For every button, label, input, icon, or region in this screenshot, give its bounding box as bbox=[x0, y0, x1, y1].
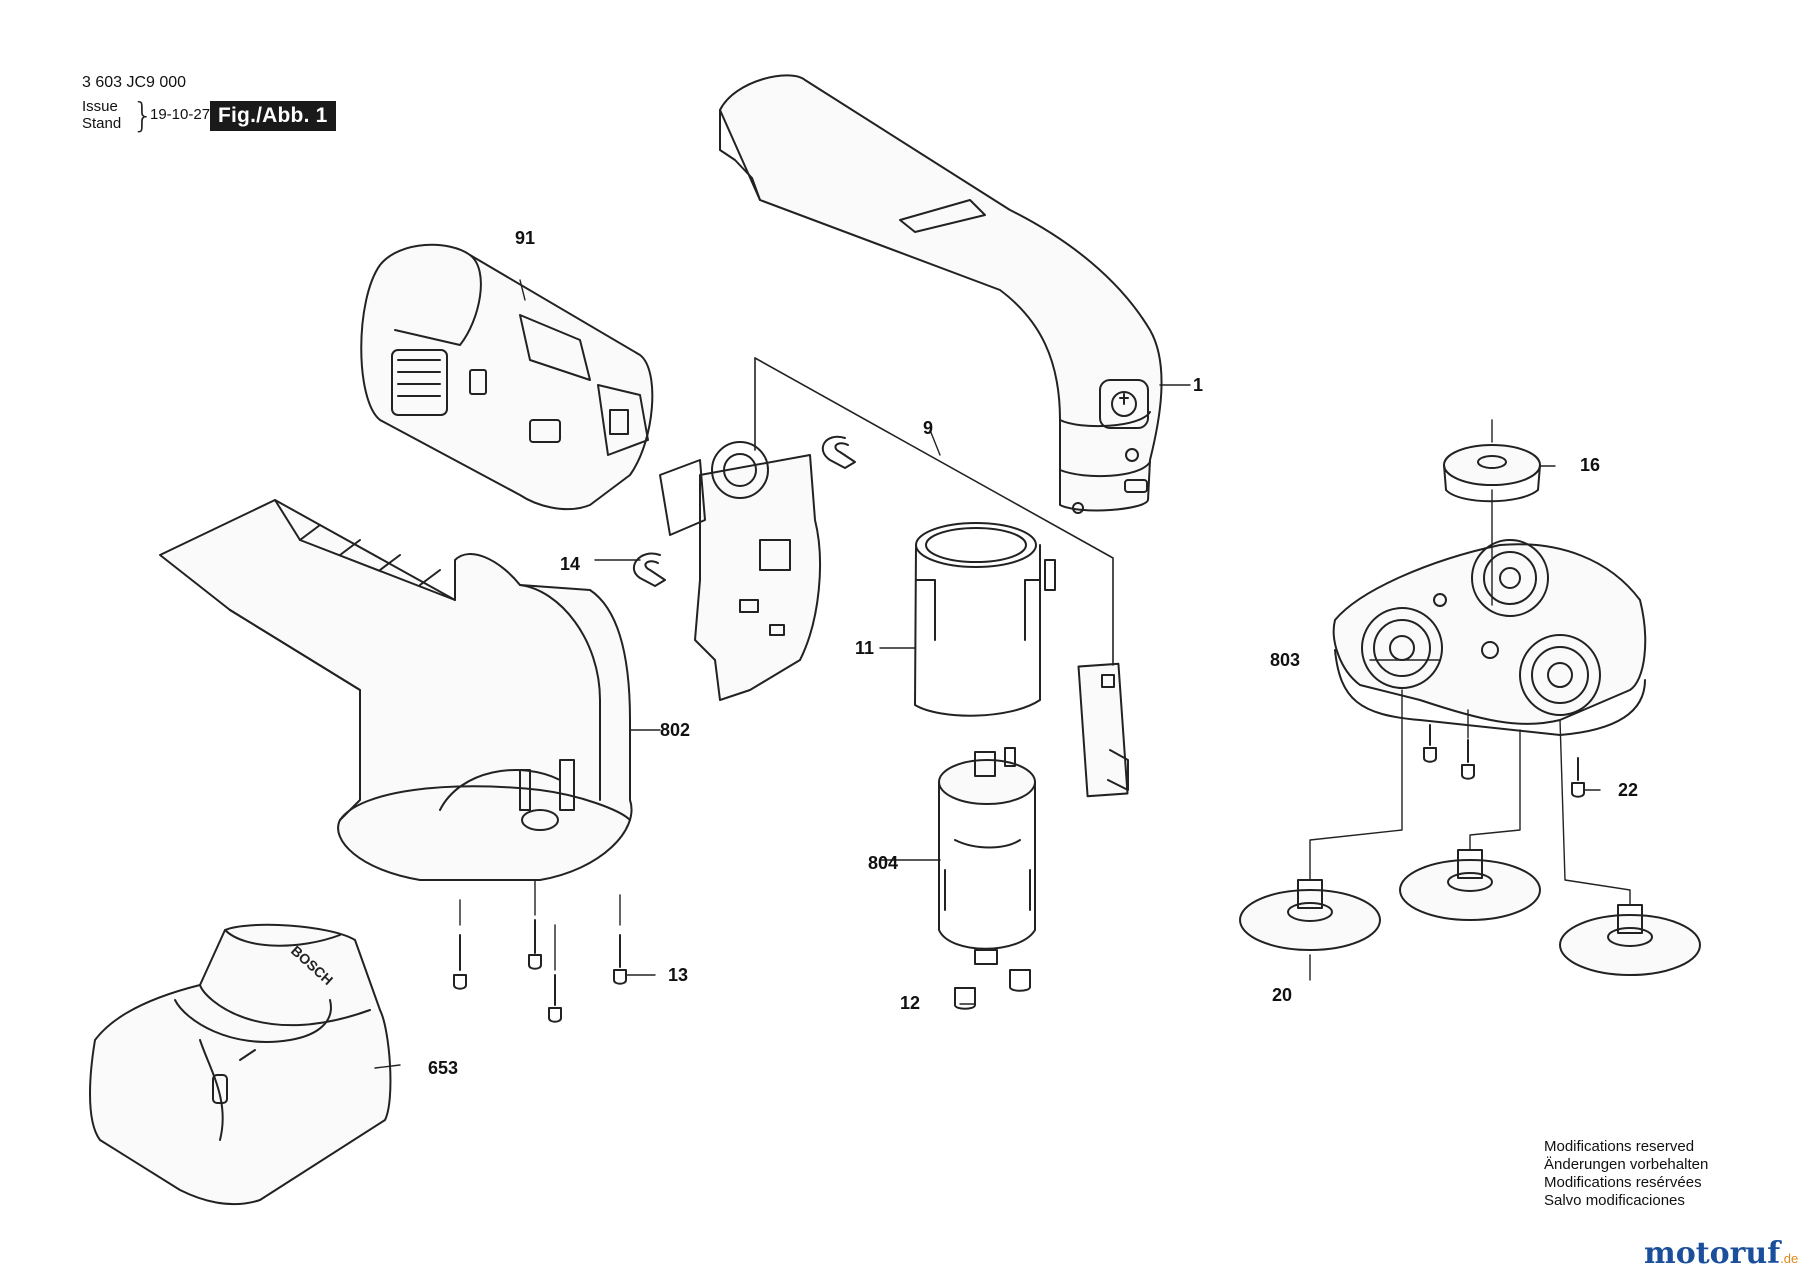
figure-badge: Fig./Abb. 1 bbox=[210, 101, 336, 131]
disc-20-right bbox=[1559, 904, 1701, 976]
brace-icon: } bbox=[132, 96, 154, 136]
callout-804: 804 bbox=[868, 853, 899, 873]
note-es: Salvo modificaciones bbox=[1544, 1192, 1685, 1209]
callout-16: 16 bbox=[1580, 455, 1601, 475]
callout-13: 13 bbox=[668, 965, 689, 985]
issue-date: 19-10-27 bbox=[150, 106, 211, 123]
charger-part: BOSCH bbox=[89, 923, 392, 1206]
callout-91: 91 bbox=[515, 228, 536, 248]
watermark-logo: motoruf.de bbox=[1644, 1236, 1798, 1271]
callout-22: 22 bbox=[1618, 780, 1639, 800]
motor-sleeve-part bbox=[914, 522, 1056, 717]
stand-label: Stand bbox=[82, 115, 122, 132]
gear-16-part bbox=[1443, 419, 1556, 606]
callout-12: 12 bbox=[900, 993, 921, 1013]
callout-14: 14 bbox=[560, 554, 581, 574]
note-de: Änderungen vorbehalten bbox=[1544, 1156, 1709, 1173]
issue-label: Issue bbox=[82, 98, 118, 115]
group-9-bracket bbox=[754, 357, 1114, 666]
watermark-tld: .de bbox=[1780, 1251, 1799, 1266]
part-number: 3 603 JC9 000 bbox=[82, 74, 187, 91]
motor-part bbox=[938, 747, 1036, 965]
callout-803: 803 bbox=[1270, 650, 1301, 670]
pcb-part bbox=[659, 441, 821, 701]
disc-20-left bbox=[1239, 879, 1381, 951]
clip-part-upper bbox=[821, 435, 856, 469]
gear-plate-part bbox=[1332, 539, 1647, 736]
note-en: Modifications reserved bbox=[1544, 1138, 1695, 1155]
clip-part-14 bbox=[633, 552, 666, 587]
callout-1: 1 bbox=[1193, 375, 1204, 395]
modifications-notes: Modifications reserved Änderungen vorbeh… bbox=[1544, 1138, 1708, 1210]
housing-cover-part bbox=[719, 74, 1163, 514]
battery-pack-part bbox=[360, 243, 654, 511]
header: 3 603 JC9 000 bbox=[82, 74, 186, 92]
issue-block: Issue Stand } 19-10-27 bbox=[82, 98, 382, 138]
switch-board-part bbox=[1077, 662, 1129, 798]
callout-802: 802 bbox=[660, 720, 691, 740]
watermark-main: motoruf bbox=[1644, 1236, 1781, 1271]
note-fr: Modifications resérvées bbox=[1544, 1174, 1702, 1191]
screws-13 bbox=[453, 879, 656, 1023]
callout-653: 653 bbox=[428, 1058, 459, 1078]
disc-20-middle bbox=[1399, 849, 1541, 921]
screws-22 bbox=[1423, 709, 1601, 798]
callout-11: 11 bbox=[855, 638, 875, 658]
callout-20: 20 bbox=[1272, 985, 1293, 1005]
lower-housing-part bbox=[159, 499, 633, 881]
leader-lines bbox=[374, 279, 1631, 1069]
callout-9: 9 bbox=[923, 418, 934, 438]
screws-12 bbox=[954, 969, 1031, 1010]
